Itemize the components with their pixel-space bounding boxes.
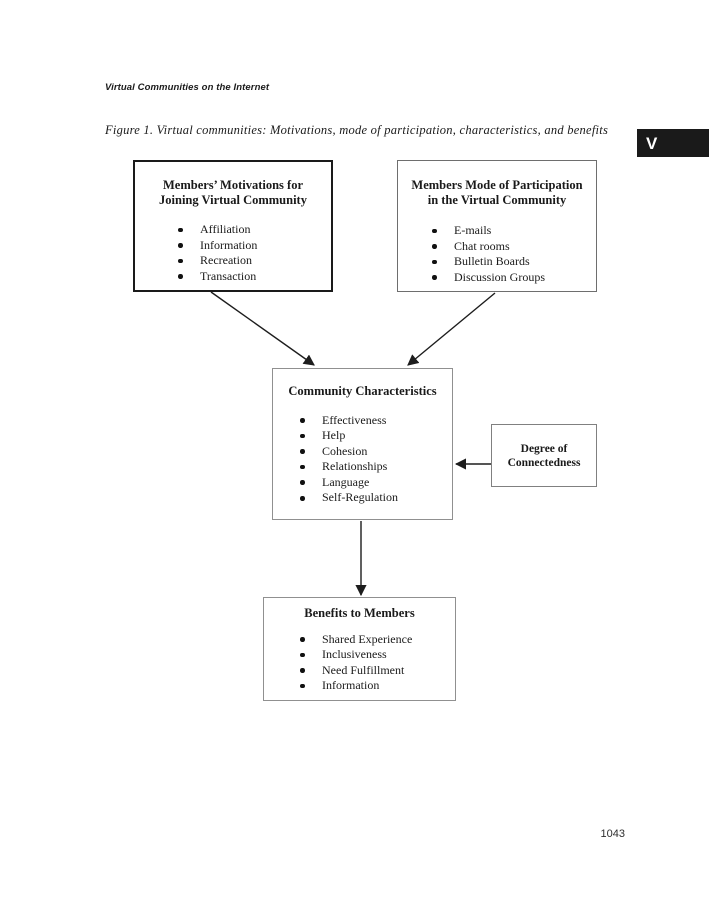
list-item: Inclusiveness: [300, 647, 455, 663]
list-item: Shared Experience: [300, 632, 455, 648]
list-item: Information: [178, 238, 331, 254]
list-item: Information: [300, 678, 455, 694]
list-item: Self-Regulation: [300, 490, 452, 506]
section-tab-letter: V: [646, 133, 658, 153]
list-item: Language: [300, 475, 452, 491]
list-item: Chat rooms: [432, 239, 596, 255]
list-item: Affiliation: [178, 222, 331, 238]
connectedness-box: Degree of Connectedness: [491, 424, 597, 487]
benefits-box-title: Benefits to Members: [304, 606, 415, 620]
list-item: E-mails: [432, 223, 596, 239]
connectedness-box-title: Degree of Connectedness: [507, 442, 581, 469]
motivations-box: Members’ Motivations for Joining Virtual…: [133, 160, 333, 292]
arrow-motivations-box-to-characteristics-box: [210, 291, 315, 366]
figure-caption: Figure 1. Virtual communities: Motivatio…: [105, 123, 609, 137]
list-item: Help: [300, 428, 452, 444]
running-head: Virtual Communities on the Internet: [105, 82, 270, 93]
section-tab: V: [637, 129, 709, 157]
motivations-box-title: Members’ Motivations for Joining Virtual…: [159, 178, 307, 207]
participation-box: Members Mode of Participation in the Vir…: [397, 160, 597, 292]
participation-box-title: Members Mode of Participation in the Vir…: [411, 178, 583, 207]
list-item: Bulletin Boards: [432, 254, 596, 270]
list-item: Need Fulfillment: [300, 663, 455, 679]
list-item: Cohesion: [300, 444, 452, 460]
list-item: Transaction: [178, 269, 331, 285]
list-item: Discussion Groups: [432, 270, 596, 286]
characteristics-box-title: Community Characteristics: [288, 384, 437, 398]
list-item: Effectiveness: [300, 413, 452, 429]
arrow-participation-box-to-characteristics-box: [407, 292, 496, 366]
list-item: Recreation: [178, 253, 331, 269]
list-item: Relationships: [300, 459, 452, 475]
page-number: 1043: [600, 828, 625, 840]
